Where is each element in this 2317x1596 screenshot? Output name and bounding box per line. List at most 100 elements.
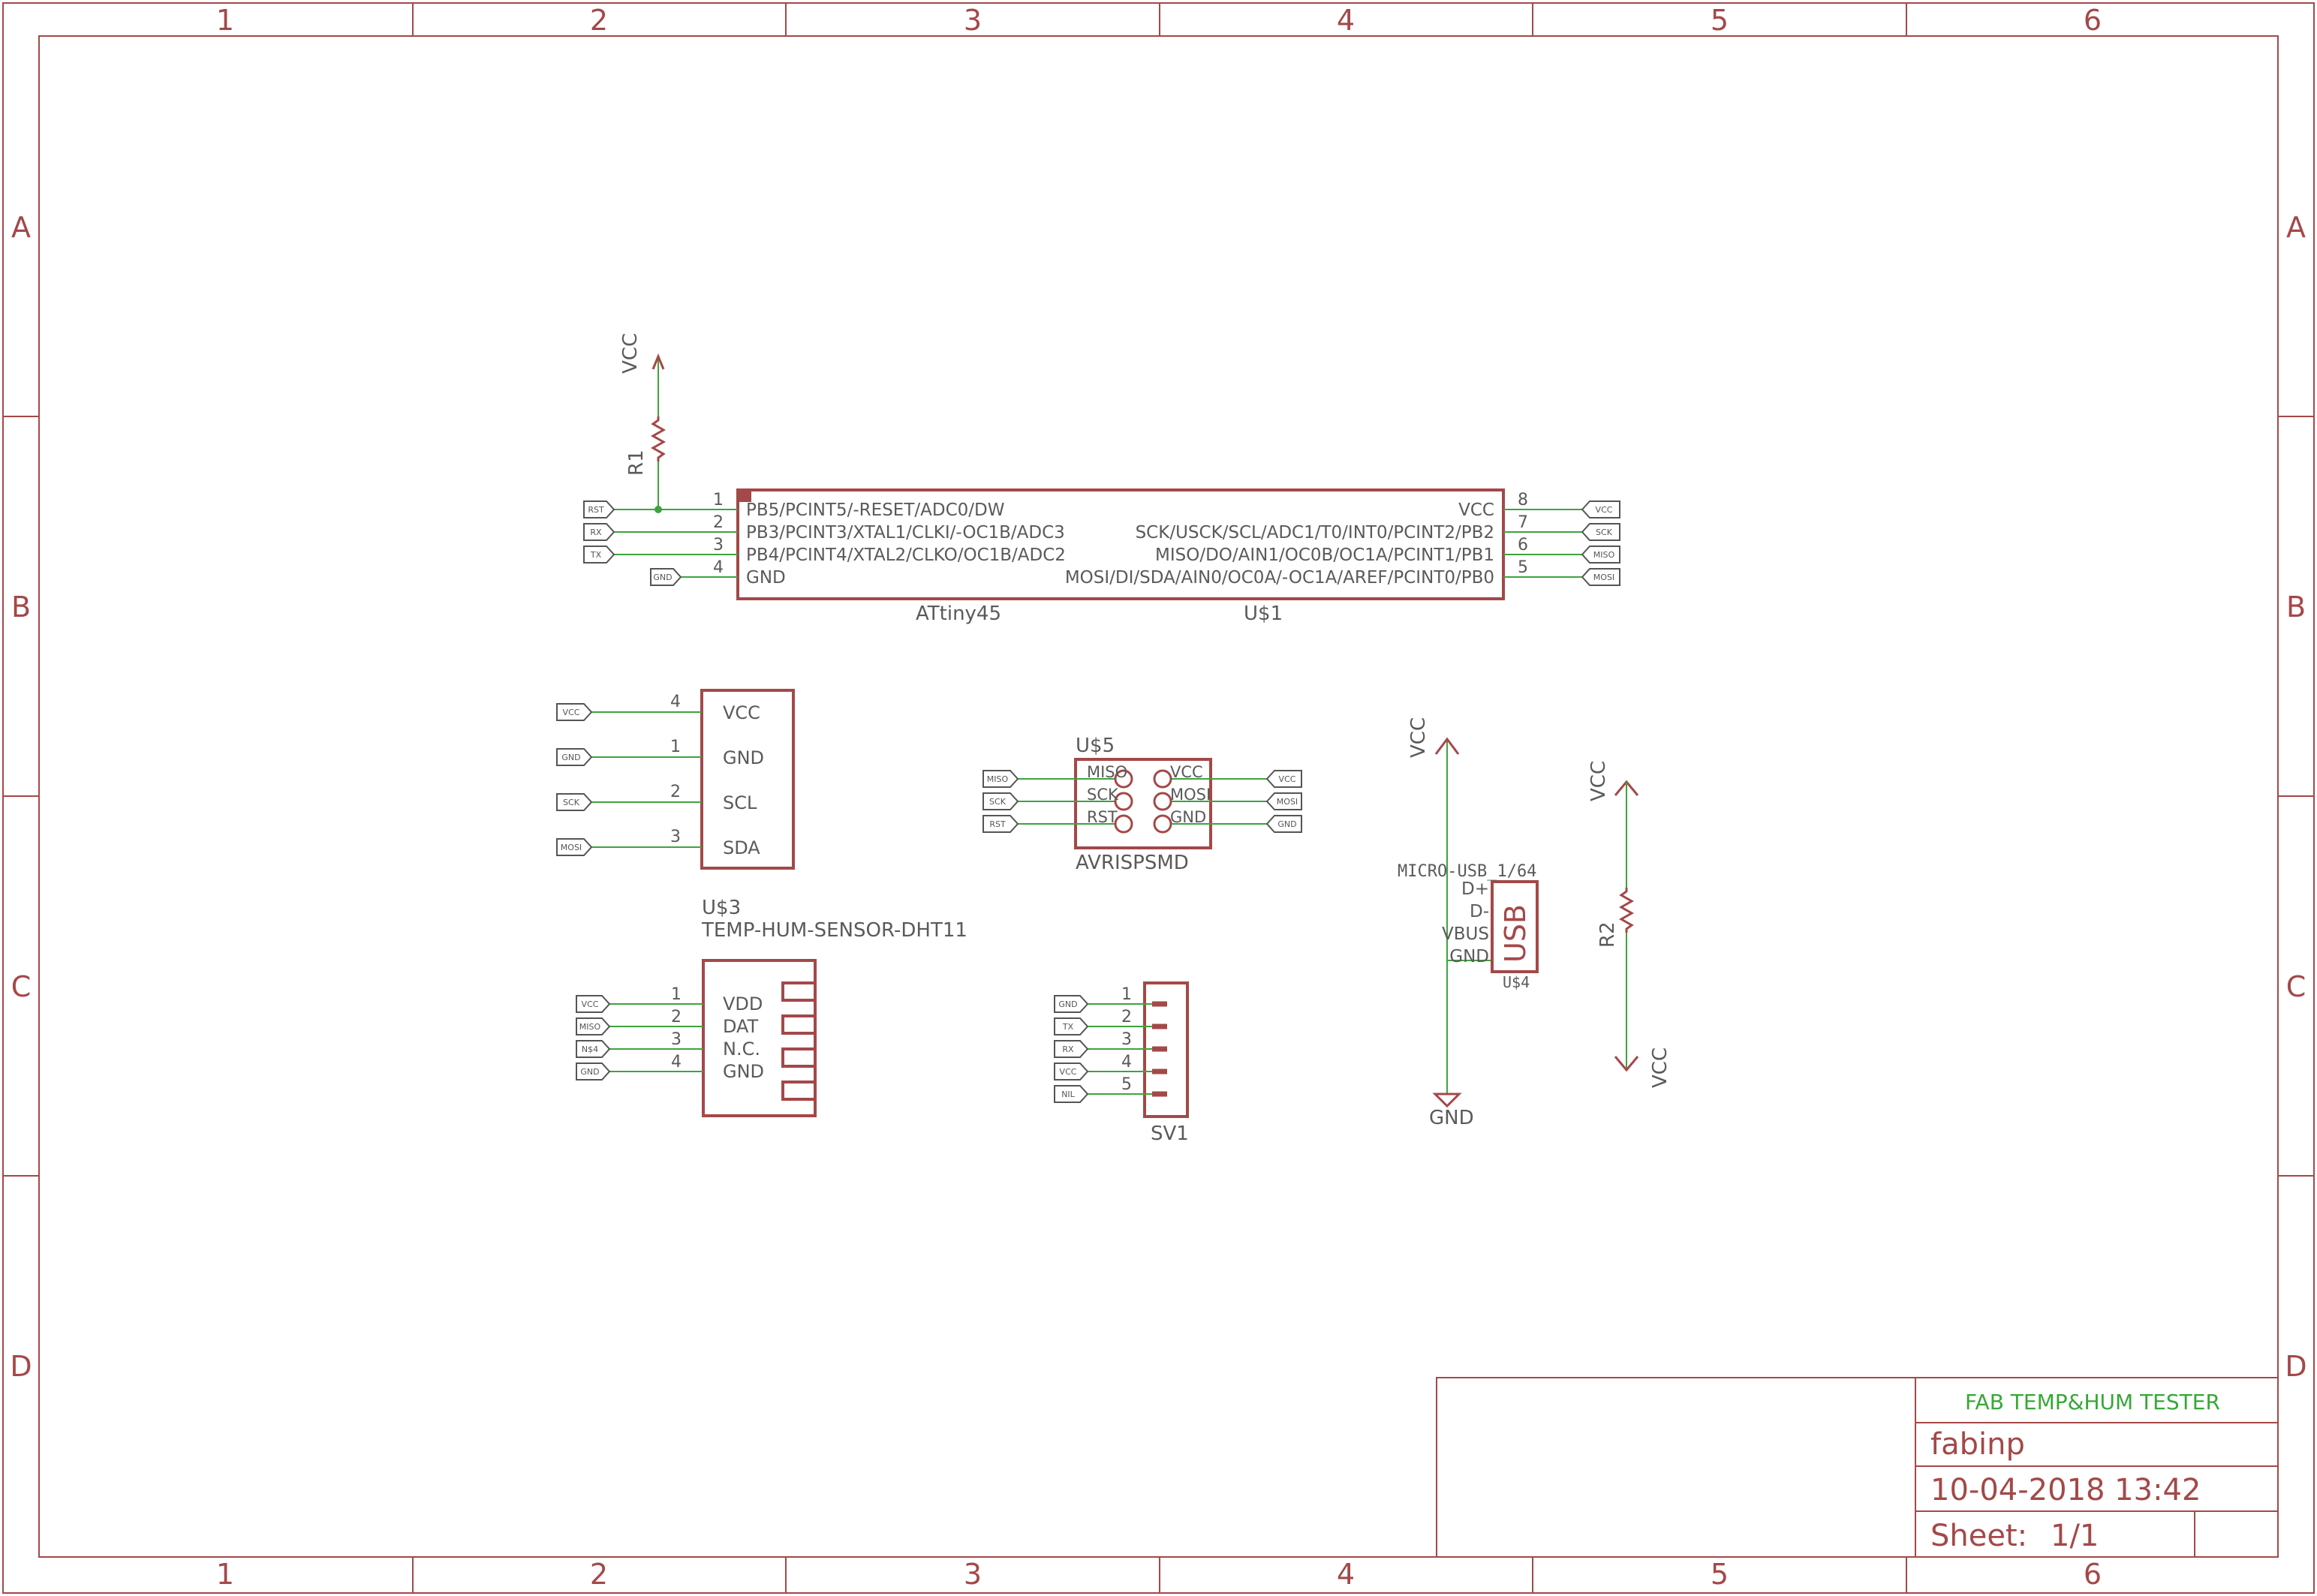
net-label: GND xyxy=(1265,815,1302,833)
pad-circle xyxy=(1153,814,1172,834)
net-label-text: VCC xyxy=(1596,505,1613,515)
pin-label: GND xyxy=(1170,808,1206,826)
pin-number: 3 xyxy=(670,828,681,846)
pin-number: 3 xyxy=(671,1030,682,1049)
r1-supply-label: VCC xyxy=(619,333,642,374)
u3-value-label: TEMP-HUM-SENSOR-DHT11 xyxy=(701,919,967,942)
pin-label: SDA xyxy=(723,837,760,858)
pin-label: PB5/PCINT5/-RESET/ADC0/DW xyxy=(746,500,1004,520)
u4-supply-top-label: VCC xyxy=(1407,717,1430,758)
pin-label: VCC xyxy=(1170,763,1203,781)
row-label-right: C xyxy=(2286,970,2306,1003)
pin-number: 2 xyxy=(1121,1008,1132,1026)
component-u4-usb: VCC GND USB MICRO-USB_1/64 U$4 D+D-VBUSG… xyxy=(1398,717,1539,1129)
pad-circle xyxy=(1153,792,1172,811)
title-block-sheet-label: Sheet: xyxy=(1930,1519,2027,1553)
col-label-bottom: 2 xyxy=(590,1558,608,1591)
net-label-text: MISO xyxy=(579,1022,601,1032)
net-label-text: GND xyxy=(653,573,672,582)
net-label-text: TX xyxy=(590,550,602,560)
row-label-left: C xyxy=(11,970,32,1003)
net-label-text: GND xyxy=(580,1067,599,1077)
title-block-sheet-value: 1/1 xyxy=(2051,1519,2099,1553)
pin-number: 1 xyxy=(671,985,682,1004)
sv1-name-label: SV1 xyxy=(1151,1123,1189,1145)
pin-label: MOSI/DI/SDA/AIN0/OC0A/-OC1A/AREF/PCINT0/… xyxy=(1065,568,1494,588)
net-label-text: VCC xyxy=(1060,1067,1077,1077)
pin-label: DAT xyxy=(723,1016,759,1037)
net-label: TX xyxy=(583,546,615,564)
net-label-text: VCC xyxy=(563,708,580,717)
net-label: RST xyxy=(982,815,1019,833)
ic-u1-attiny45: ATtiny45 U$1 1PB5/PCINT5/-RESET/ADC0/DWR… xyxy=(583,488,1620,625)
pin-number: 4 xyxy=(1121,1053,1132,1072)
u5-name-label: U$5 xyxy=(1076,735,1115,757)
row-label-left: A xyxy=(11,211,31,244)
net-label-text: GND xyxy=(1058,999,1077,1009)
row-label-left: D xyxy=(10,1350,32,1383)
row-label-right: D xyxy=(2285,1350,2306,1383)
pin-number: 1 xyxy=(670,738,681,756)
pin-label: RST xyxy=(1087,808,1118,826)
r1-name-label: R1 xyxy=(625,449,648,476)
u1-name-label: U$1 xyxy=(1244,603,1283,625)
row-label-left: B xyxy=(11,591,31,624)
net-label-text: MISO xyxy=(987,774,1009,784)
net-label-text: SCK xyxy=(1596,527,1613,537)
col-label-top: 3 xyxy=(964,4,982,37)
col-label-bottom: 6 xyxy=(2084,1558,2102,1591)
net-label-text: RST xyxy=(588,505,604,515)
col-label-top: 6 xyxy=(2084,4,2102,37)
u4-name-label: U$4 xyxy=(1503,973,1530,991)
net-label: RX xyxy=(1054,1040,1089,1058)
pin-label: VDD xyxy=(723,993,763,1014)
pin-number: 2 xyxy=(671,1008,682,1026)
resistor-r2: VCC R2 VCC xyxy=(1587,761,1672,1088)
net-label-text: N$4 xyxy=(582,1044,598,1054)
col-label-bottom: 4 xyxy=(1337,1558,1355,1591)
pin-number: 2 xyxy=(713,513,724,532)
pin-label: VCC xyxy=(1458,500,1494,520)
frame-labels: 1 2 3 4 5 6 1 2 3 4 5 6 A B C D A B C D xyxy=(10,4,2306,1591)
pin-number: 2 xyxy=(670,783,681,801)
pin-number: 1 xyxy=(1121,985,1132,1004)
pin-label: GND xyxy=(746,568,786,588)
net-label: MOSI xyxy=(556,838,593,856)
pin-number: 1 xyxy=(713,491,724,509)
resistor-r1: VCC R1 xyxy=(619,333,667,513)
row-label-right: A xyxy=(2286,211,2306,244)
net-label: RX xyxy=(583,523,615,541)
net-label: MISO xyxy=(576,1017,611,1035)
net-label-text: MOSI xyxy=(1593,573,1614,582)
net-label-text: GND xyxy=(1277,819,1296,829)
net-label: SCK xyxy=(556,793,593,811)
pin-number: 7 xyxy=(1518,513,1528,532)
pin-number: 5 xyxy=(1121,1075,1132,1094)
pin-number: 6 xyxy=(1518,536,1528,555)
pad-circle xyxy=(1114,769,1133,789)
net-label: MISO xyxy=(982,770,1019,788)
net-label: RST xyxy=(583,500,615,518)
pin-number: 3 xyxy=(1121,1030,1132,1049)
pin-label: GND xyxy=(723,747,764,768)
pin-label: SCK/USCK/SCL/ADC1/T0/INT0/PCINT2/PB2 xyxy=(1136,523,1494,543)
net-label: VCC xyxy=(556,703,593,721)
net-label-text: TX xyxy=(1062,1022,1074,1032)
net-label: VCC xyxy=(1581,500,1620,518)
net-label-text: MISO xyxy=(1593,550,1615,560)
net-label: N$4 xyxy=(576,1040,611,1058)
r2-supply-top-label: VCC xyxy=(1587,761,1610,801)
pin-label: SCK xyxy=(1087,786,1119,804)
component-u3: U$3 TEMP-HUM-SENSOR-DHT11 4VCCVCC1GNDGND… xyxy=(556,689,967,942)
u5-value-label: AVRISPSMD xyxy=(1076,852,1189,874)
row-label-right: B xyxy=(2286,591,2306,624)
pin-number: 5 xyxy=(1518,558,1528,577)
pad-circle xyxy=(1114,814,1133,834)
net-label-text: RX xyxy=(590,527,602,537)
title-block-author: fabinp xyxy=(1930,1427,2025,1462)
